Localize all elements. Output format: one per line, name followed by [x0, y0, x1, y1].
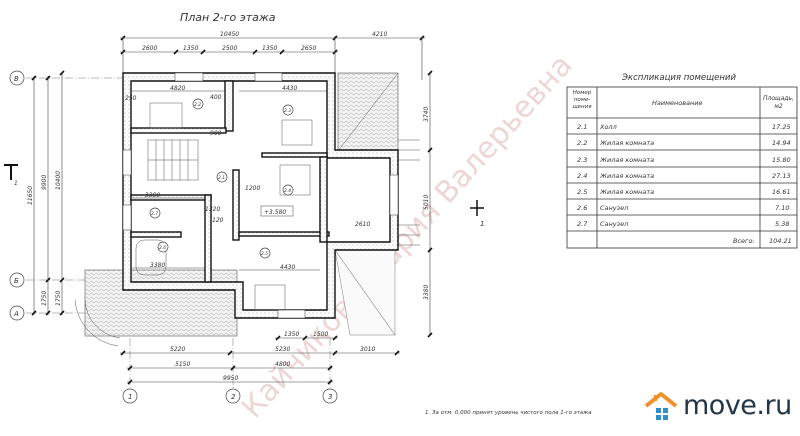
footnote: 1. За отм. 0,000 принят уровень чистого … — [425, 410, 592, 416]
svg-text:2.6: 2.6 — [159, 245, 166, 251]
svg-text:2.1: 2.1 — [577, 123, 587, 131]
svg-text:1350: 1350 — [284, 331, 299, 338]
svg-text:2.2: 2.2 — [577, 139, 587, 147]
dim-top-seg: 1350 — [183, 45, 198, 52]
drawing-title: План 2-го этажа — [180, 11, 276, 24]
svg-text:2.4: 2.4 — [577, 172, 587, 180]
svg-text:250: 250 — [125, 95, 137, 102]
axis-label: 3 — [328, 393, 332, 401]
table-title: Экспликация помещений — [621, 73, 736, 83]
svg-text:2.7: 2.7 — [577, 220, 588, 228]
svg-text:5.38: 5.38 — [775, 220, 789, 228]
terrace-bottom-left — [84, 269, 238, 337]
dim-top-seg: 2600 — [142, 45, 157, 52]
svg-text:2.1: 2.1 — [218, 175, 225, 181]
dim-top-seg: 2500 — [222, 45, 237, 52]
svg-text:2.7: 2.7 — [151, 211, 158, 217]
bottom-dimensions: 5220 5230 3010 5150 4800 9950 1350 1500 — [120, 331, 400, 385]
furniture — [135, 102, 313, 311]
svg-text:3380: 3380 — [145, 192, 160, 199]
svg-text:5010: 5010 — [423, 195, 430, 210]
header-area: Площадь, м2 — [763, 95, 794, 110]
dim-left: 1750 — [41, 291, 48, 306]
room-tags: 2.2 2.3 2.1 2.4 2.5 2.6 2.7 +3.580 — [149, 98, 294, 259]
svg-text:2.6: 2.6 — [577, 204, 587, 212]
svg-text:27.13: 27.13 — [772, 172, 791, 180]
svg-text:4430: 4430 — [280, 264, 295, 271]
axis-label: А — [13, 310, 19, 318]
svg-text:Жилая комната: Жилая комната — [599, 188, 654, 196]
dim-top-overall: 10450 — [220, 31, 239, 38]
grid-axes: В Б А 1 2 3 — [9, 70, 338, 404]
staircase — [147, 139, 199, 181]
svg-text:3380: 3380 — [423, 285, 430, 300]
axis-label: 2 — [231, 393, 236, 401]
svg-text:7.10: 7.10 — [775, 204, 789, 212]
svg-text:3010: 3010 — [360, 346, 375, 353]
svg-text:Холл: Холл — [599, 123, 617, 131]
left-dimensions: 11650 9900 10400 1750 1750 — [27, 70, 65, 316]
svg-text:3740: 3740 — [423, 107, 430, 122]
svg-text:5150: 5150 — [175, 361, 190, 368]
svg-text:Жилая комната: Жилая комната — [599, 139, 654, 147]
svg-text:4430: 4430 — [282, 85, 297, 92]
svg-text:1: 1 — [480, 220, 484, 228]
svg-text:900: 900 — [210, 130, 222, 137]
interior-dimensions: 4820 4430 4430 3380 3380 2610 1320 400 2… — [125, 85, 370, 271]
svg-text:1200: 1200 — [245, 185, 260, 192]
svg-text:14.94: 14.94 — [772, 139, 791, 147]
right-dimensions: 3740 5010 3380 — [423, 70, 433, 338]
svg-text:2.5: 2.5 — [577, 188, 587, 196]
floor-elevation: +3.580 — [264, 209, 286, 216]
section-marker-right: 1 — [470, 200, 484, 228]
dim-left: 1750 — [55, 291, 62, 306]
house-logo-icon — [644, 392, 678, 420]
svg-text:2.2: 2.2 — [194, 102, 201, 108]
logo-text: move.ru — [683, 390, 792, 421]
svg-text:2.3: 2.3 — [284, 108, 291, 114]
svg-text:2.5: 2.5 — [261, 251, 268, 257]
svg-text:Санузел: Санузел — [600, 220, 628, 228]
svg-text:Жилая комната: Жилая комната — [599, 156, 654, 164]
svg-text:120: 120 — [212, 217, 224, 224]
total-label: Всего: — [733, 237, 755, 245]
svg-text:1500: 1500 — [313, 331, 328, 338]
axis-label: Б — [14, 277, 19, 285]
svg-text:9950: 9950 — [223, 375, 238, 382]
svg-text:Санузел: Санузел — [600, 204, 628, 212]
dim-top-seg: 2650 — [301, 45, 316, 52]
svg-text:3380: 3380 — [150, 262, 165, 269]
dim-left: 9900 — [41, 175, 48, 190]
svg-text:1: 1 — [14, 180, 18, 187]
dim-top-overall: 4210 — [372, 31, 387, 38]
svg-text:2610: 2610 — [355, 221, 370, 228]
header-name: Наименование — [652, 99, 703, 107]
walls — [122, 72, 399, 319]
axis-label: 1 — [128, 393, 132, 401]
svg-text:17.25: 17.25 — [772, 123, 791, 131]
move-ru-logo: move.ru — [643, 388, 793, 428]
total-value: 104.21 — [769, 237, 792, 245]
dim-left: 10400 — [55, 171, 62, 190]
section-marker-left: 1 — [4, 164, 18, 187]
svg-text:4820: 4820 — [170, 85, 185, 92]
svg-text:16.61: 16.61 — [772, 188, 791, 196]
svg-text:2.3: 2.3 — [577, 156, 587, 164]
top-dimensions: 10450 4210 2600 1350 2500 1350 2650 — [120, 31, 425, 80]
svg-text:400: 400 — [210, 94, 222, 101]
svg-text:2.4: 2.4 — [284, 188, 291, 194]
explication-table: Экспликация помещений Номер поме-щения Н… — [566, 73, 798, 249]
axis-label: В — [14, 75, 19, 83]
svg-text:5230: 5230 — [275, 346, 290, 353]
svg-text:Жилая комната: Жилая комната — [599, 172, 654, 180]
svg-text:5220: 5220 — [170, 346, 185, 353]
svg-text:1320: 1320 — [205, 206, 220, 213]
dim-top-seg: 1350 — [262, 45, 277, 52]
svg-text:15.80: 15.80 — [772, 156, 791, 164]
header-number: Номер поме-щения — [572, 90, 592, 110]
svg-text:4800: 4800 — [275, 361, 290, 368]
dim-left: 11650 — [27, 186, 34, 205]
windows — [122, 72, 399, 319]
